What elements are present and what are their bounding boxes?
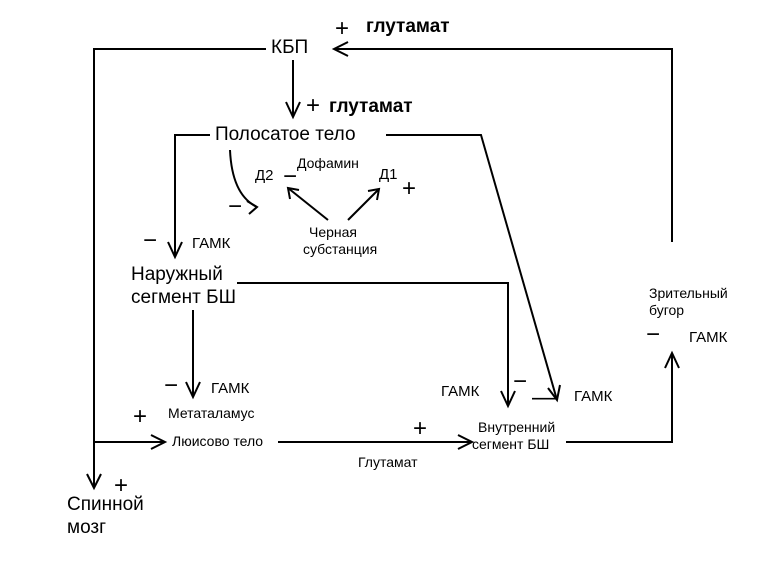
arrowhead-subthalamic xyxy=(150,434,168,450)
node-substantia-nigra-line1: Черная xyxy=(309,224,358,240)
connector-outer-inner xyxy=(237,282,509,406)
label-gaba-thalamus: ГАМК xyxy=(689,329,728,346)
connector-striatum-inner xyxy=(386,134,558,401)
node-spinal-cord-line1: Спинной xyxy=(67,494,144,515)
minus-sign-d2-curve: − xyxy=(228,193,243,220)
connector-nigra-d2 xyxy=(287,187,329,221)
plus-sign-d1: + xyxy=(402,175,417,202)
node-striatum: Полосатое тело xyxy=(215,124,356,145)
node-metathalamus: Метаталамус xyxy=(168,405,255,421)
arrowhead-inner-vert xyxy=(500,390,516,409)
arrowhead-d2-curve xyxy=(246,200,259,215)
plus-sign-glutamate-bottom: + xyxy=(413,415,428,442)
label-gaba-outer: ГАМК xyxy=(192,235,231,252)
arrowhead-thalamus xyxy=(664,350,680,369)
node-substantia-nigra-line2: субстанция xyxy=(303,241,378,257)
node-thalamus-line2: бугор xyxy=(649,302,685,318)
arrowhead-striatum xyxy=(285,101,301,120)
arrowhead-d2 xyxy=(286,186,300,200)
node-d2: Д2 xyxy=(255,167,274,184)
arrowhead-meta xyxy=(185,381,201,400)
node-d1: Д1 xyxy=(379,166,398,183)
arrowhead-inner-diag xyxy=(547,384,561,403)
arrowhead-outer xyxy=(167,241,183,260)
node-outer-segment-line2: сегмент БШ xyxy=(131,287,236,308)
node-outer-segment-line1: Наружный xyxy=(131,264,223,285)
connector-kbp-spinal xyxy=(93,48,266,488)
node-thalamus-line1: Зрительный xyxy=(649,285,728,301)
arrowhead-d1 xyxy=(367,187,381,201)
connector-thalamus-kbp xyxy=(334,48,673,242)
plus-sign-spinal: + xyxy=(114,472,129,499)
minus-sign-inner-right: — xyxy=(532,384,556,411)
connector-inner-thalamus xyxy=(566,353,673,443)
minus-sign-d2: − xyxy=(283,163,298,190)
plus-sign-striatum: + xyxy=(306,92,321,119)
node-inner-segment-line2: сегмент БШ xyxy=(472,436,550,452)
arrowhead-inner-horiz xyxy=(457,434,475,450)
label-gaba-meta: ГАМК xyxy=(211,380,250,397)
node-dopamine: Дофамин xyxy=(297,155,359,171)
label-glutamate-bottom: Глутамат xyxy=(358,454,418,470)
minus-sign-inner-left: − xyxy=(513,368,528,395)
node-inner-segment-line1: Внутренний xyxy=(478,419,556,435)
label-gaba-inner-left: ГАМК xyxy=(441,383,480,400)
node-kbp: КБП xyxy=(271,37,309,58)
minus-sign-thalamus: − xyxy=(646,321,661,348)
node-subthalamic: Люисово тело xyxy=(172,433,264,449)
connector-striatum-outer xyxy=(174,134,210,257)
minus-sign-meta: − xyxy=(164,372,179,399)
arrowhead-kbp xyxy=(331,41,349,57)
plus-sign-kbp: + xyxy=(335,15,350,42)
label-glutamate-striatum: глутамат xyxy=(329,96,413,117)
connector-nigra-d1 xyxy=(347,188,380,221)
label-glutamate-top: глутамат xyxy=(366,16,450,37)
label-gaba-inner-right: ГАМК xyxy=(574,388,613,405)
minus-sign-outer: − xyxy=(143,227,158,254)
node-spinal-cord-line2: мозг xyxy=(67,517,107,538)
arrowhead-spinal xyxy=(86,473,102,491)
plus-sign-metathalamus: + xyxy=(133,403,148,430)
